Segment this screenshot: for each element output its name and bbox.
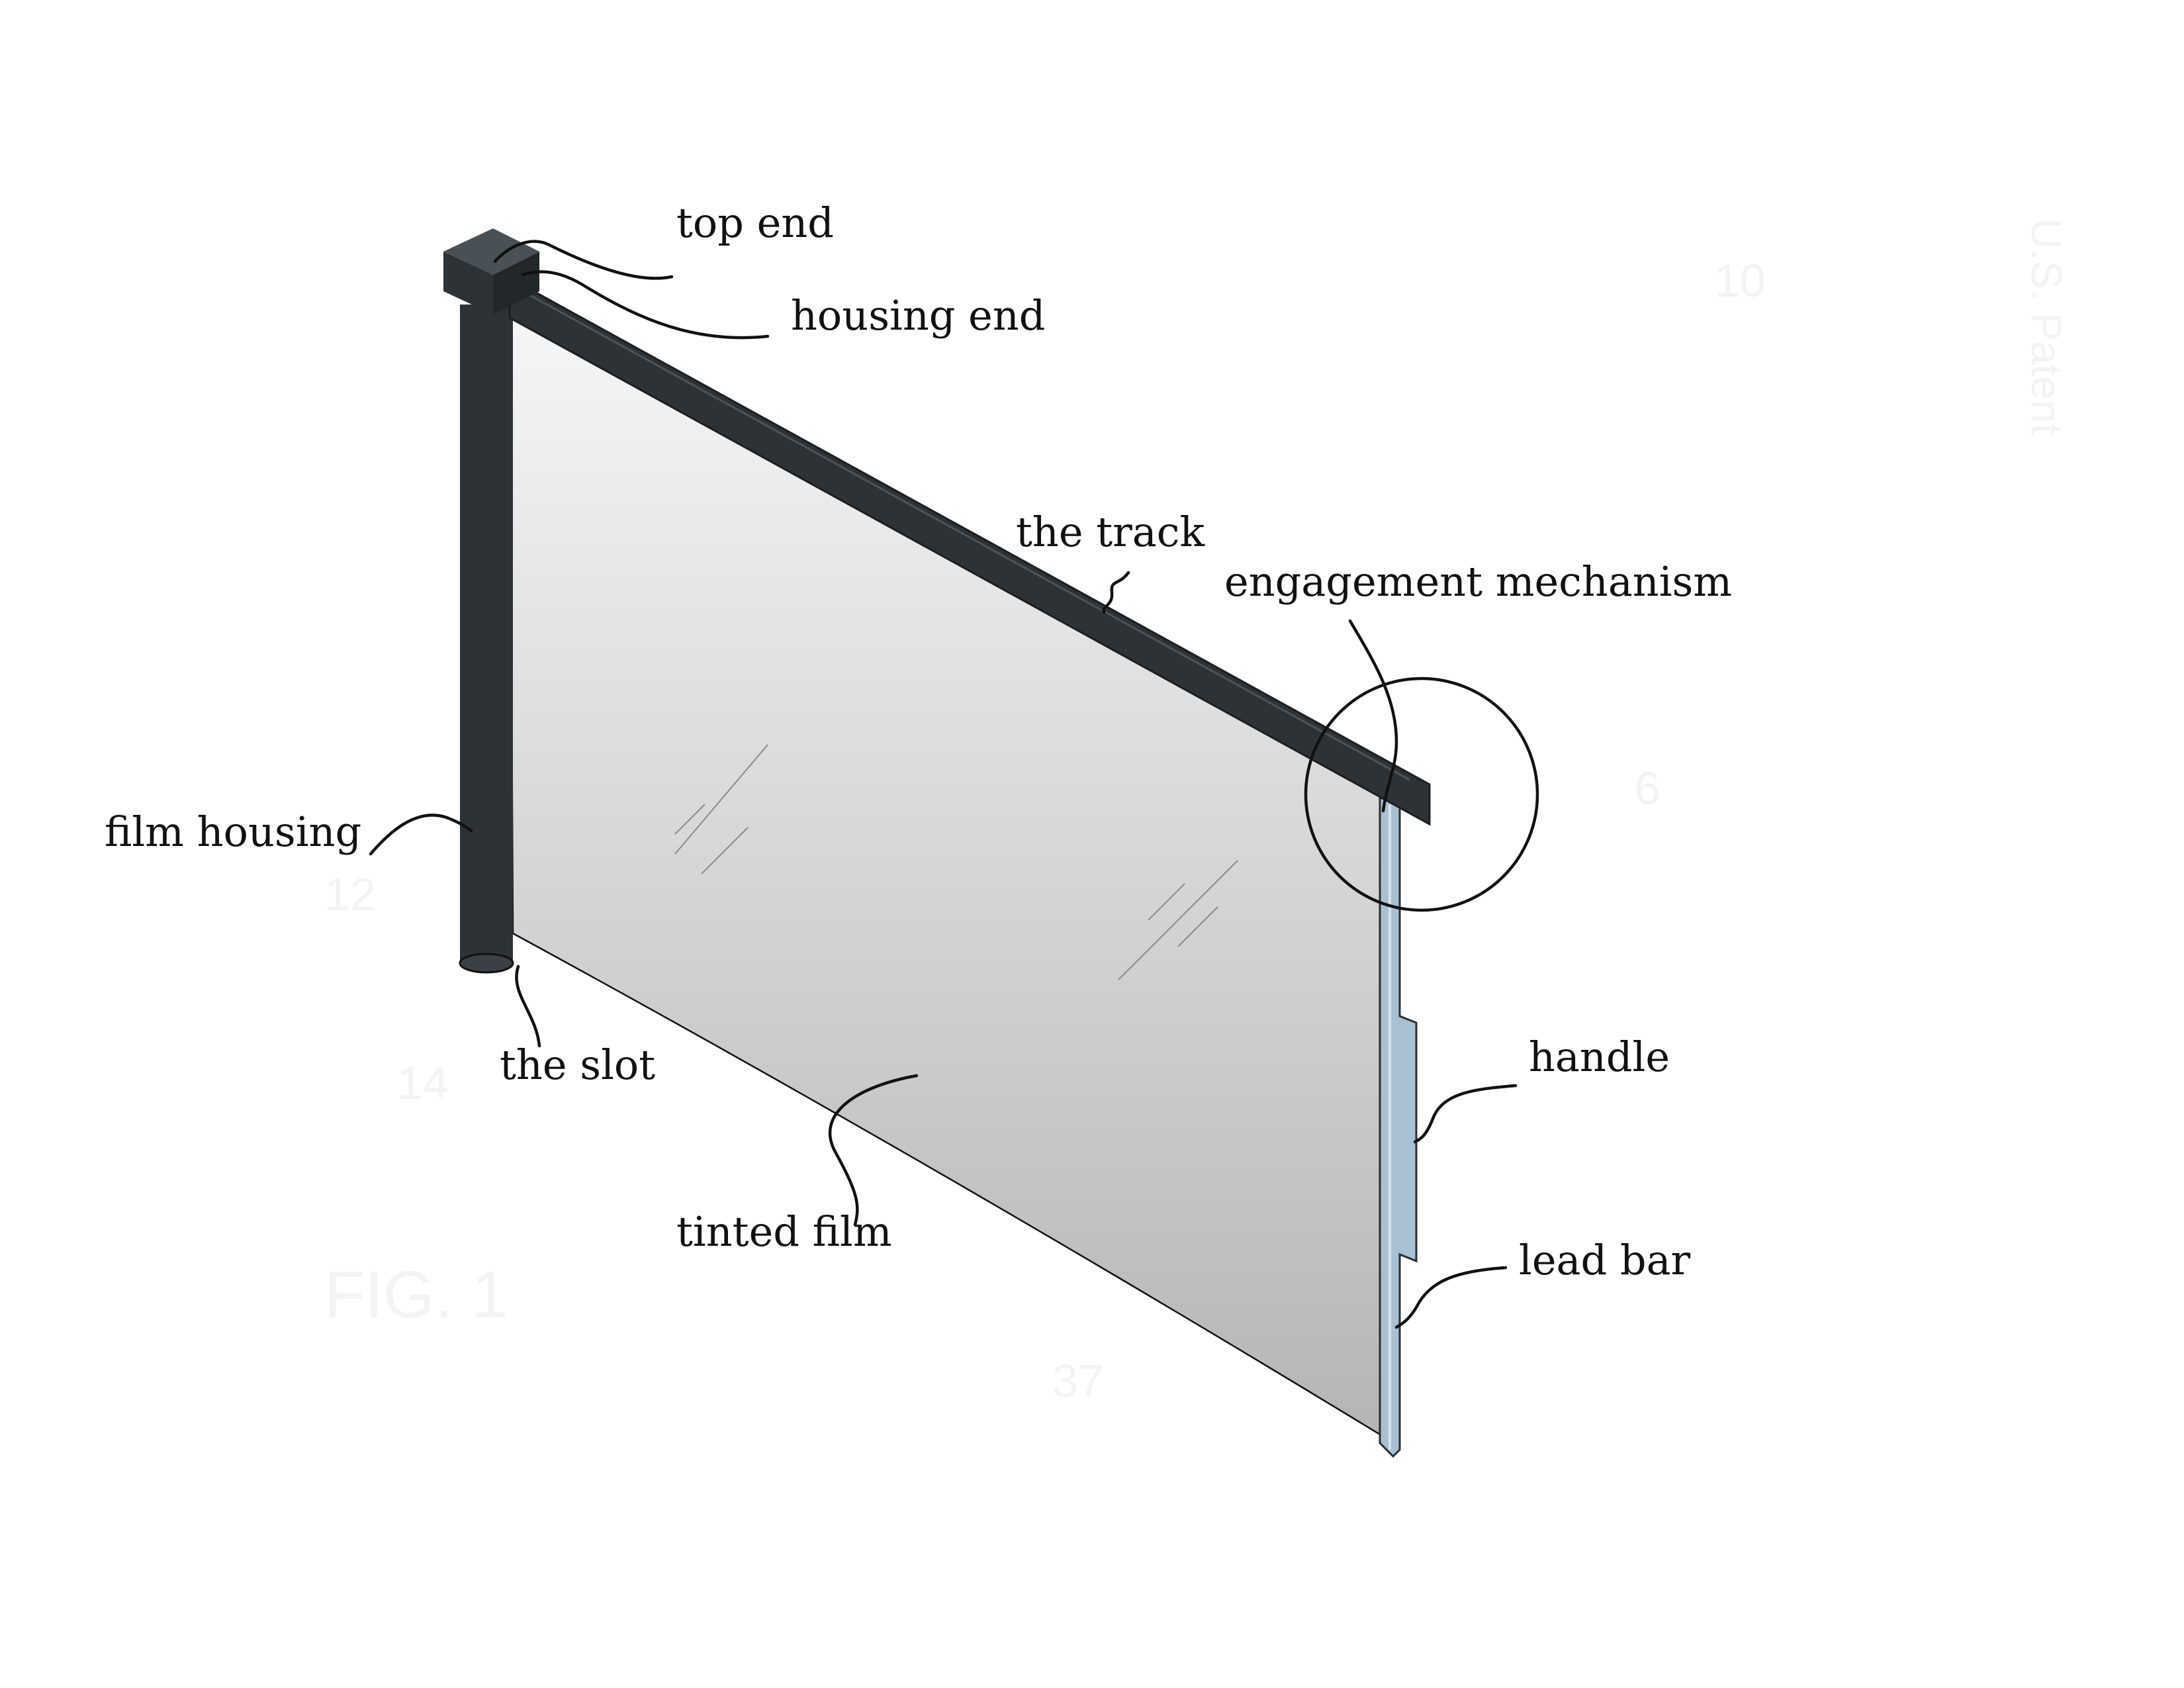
faded-ref-10: 10 xyxy=(1714,255,1766,306)
faded-marks: FIG. 1 10 12 14 6 37 U.S. Patent xyxy=(324,218,2070,1407)
leader-track xyxy=(1102,571,1130,614)
faded-ref-6: 6 xyxy=(1635,763,1661,814)
faded-header: U.S. Patent xyxy=(2023,218,2070,436)
engagement-circle xyxy=(1304,677,1539,912)
tinted-film-panel xyxy=(508,309,1385,1438)
leader-tinted-film xyxy=(828,1074,919,1227)
label-film-housing: film housing xyxy=(105,808,361,856)
faded-ref-12: 12 xyxy=(324,868,376,920)
leader-top-end xyxy=(493,240,674,280)
label-engagement-mechanism: engagement mechanism xyxy=(1224,557,1732,606)
leader-slot xyxy=(515,964,541,1048)
leader-lines xyxy=(369,240,1518,1329)
label-track: the track xyxy=(1016,508,1205,556)
faded-ref-37: 37 xyxy=(1052,1355,1104,1407)
label-slot: the slot xyxy=(500,1041,655,1089)
film-housing-shape xyxy=(459,305,514,974)
faded-ref-14: 14 xyxy=(397,1057,449,1109)
labels: top end housing end the track engagement… xyxy=(105,199,1732,1284)
top-end-cap xyxy=(443,228,539,314)
film-glare-marks xyxy=(674,744,1238,980)
label-handle: handle xyxy=(1529,1033,1670,1081)
leader-lead-bar xyxy=(1394,1266,1508,1329)
faded-figure-caption: FIG. 1 xyxy=(324,1258,508,1332)
track-rail-highlight xyxy=(522,290,1410,781)
leader-engagement xyxy=(1348,619,1398,813)
leader-film-housing xyxy=(369,814,473,856)
leader-housing-end xyxy=(521,270,770,340)
lead-bar xyxy=(1379,796,1418,1458)
label-tinted-film: tinted film xyxy=(676,1207,892,1256)
label-lead-bar: lead bar xyxy=(1519,1236,1691,1284)
leader-handle xyxy=(1413,1084,1518,1144)
label-top-end: top end xyxy=(676,199,834,247)
label-housing-end: housing end xyxy=(791,291,1045,340)
